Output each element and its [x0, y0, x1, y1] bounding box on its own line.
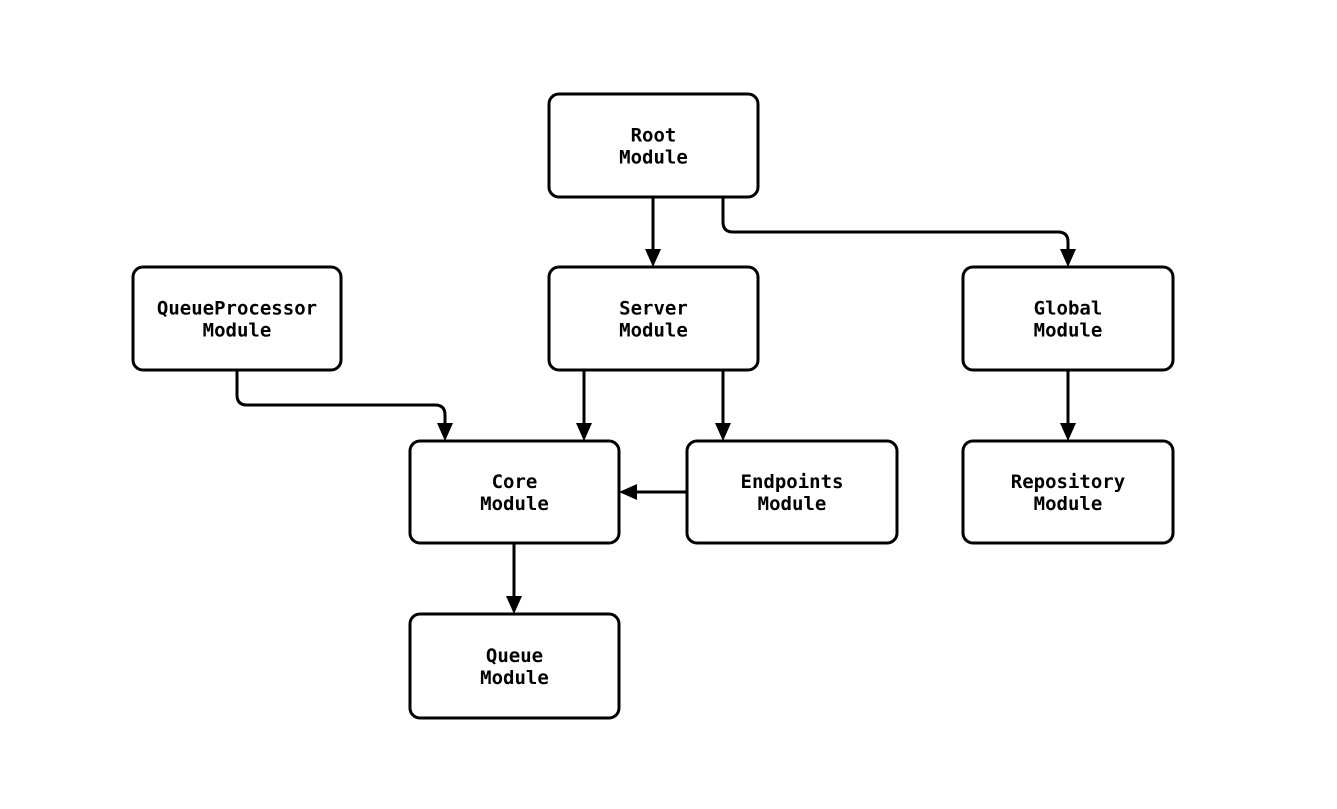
edge-global-to-repository-arrowhead-icon — [1060, 423, 1076, 441]
edge-core-to-queue — [506, 543, 522, 614]
repository-module-label-line1: Repository — [1011, 471, 1125, 493]
edges-layer — [235, 197, 1076, 614]
global-module-label-line2: Module — [1034, 319, 1103, 341]
edge-core-to-queue-arrowhead-icon — [506, 596, 522, 614]
root-module-label-line1: Root — [631, 124, 677, 146]
edge-global-to-repository — [1060, 370, 1076, 441]
edge-root-to-global — [721, 197, 1076, 267]
edge-server-to-core — [576, 370, 592, 441]
edge-root-to-global-arrowhead-icon — [1060, 249, 1076, 267]
edge-queueprocessor-to-core-arrowhead-icon — [437, 423, 453, 441]
edge-root-to-global-line — [721, 197, 1070, 249]
queue-module-label-line2: Module — [480, 667, 549, 689]
core-module-label-line2: Module — [480, 493, 549, 515]
core-module-label-line1: Core — [492, 471, 538, 493]
root-module-label-line2: Module — [619, 146, 688, 168]
core-module-box[interactable] — [408, 439, 621, 545]
server-module-box[interactable] — [547, 265, 760, 372]
queue-module-box[interactable] — [408, 612, 621, 720]
server-module-label-line1: Server — [619, 297, 688, 319]
edge-endpoints-to-core-arrowhead-icon — [619, 484, 637, 500]
endpoints-module-label-line2: Module — [758, 493, 827, 515]
edge-server-to-core-arrowhead-icon — [576, 423, 592, 441]
queueprocessor-module-label-line2: Module — [203, 319, 272, 341]
edge-root-to-server-arrowhead-icon — [645, 249, 661, 267]
root-module-box[interactable] — [547, 92, 760, 199]
endpoints-module-box[interactable] — [685, 439, 899, 545]
edge-root-to-server — [645, 197, 661, 267]
global-module-box[interactable] — [961, 265, 1175, 372]
global-module-label-line1: Global — [1034, 297, 1103, 319]
server-module-label-line2: Module — [619, 319, 688, 341]
queueprocessor-module-label-line1: QueueProcessor — [157, 297, 317, 319]
endpoints-module-label-line1: Endpoints — [741, 471, 844, 493]
repository-module-label-line2: Module — [1034, 493, 1103, 515]
edge-server-to-endpoints-arrowhead-icon — [715, 423, 731, 441]
queueprocessor-module-box[interactable] — [131, 265, 343, 372]
edge-queueprocessor-to-core-line — [235, 370, 447, 423]
repository-module-box[interactable] — [961, 439, 1175, 545]
queue-module-label-line1: Queue — [486, 645, 543, 667]
edge-endpoints-to-core — [619, 484, 687, 500]
edge-queueprocessor-to-core — [235, 370, 453, 441]
edge-server-to-endpoints — [715, 370, 731, 441]
